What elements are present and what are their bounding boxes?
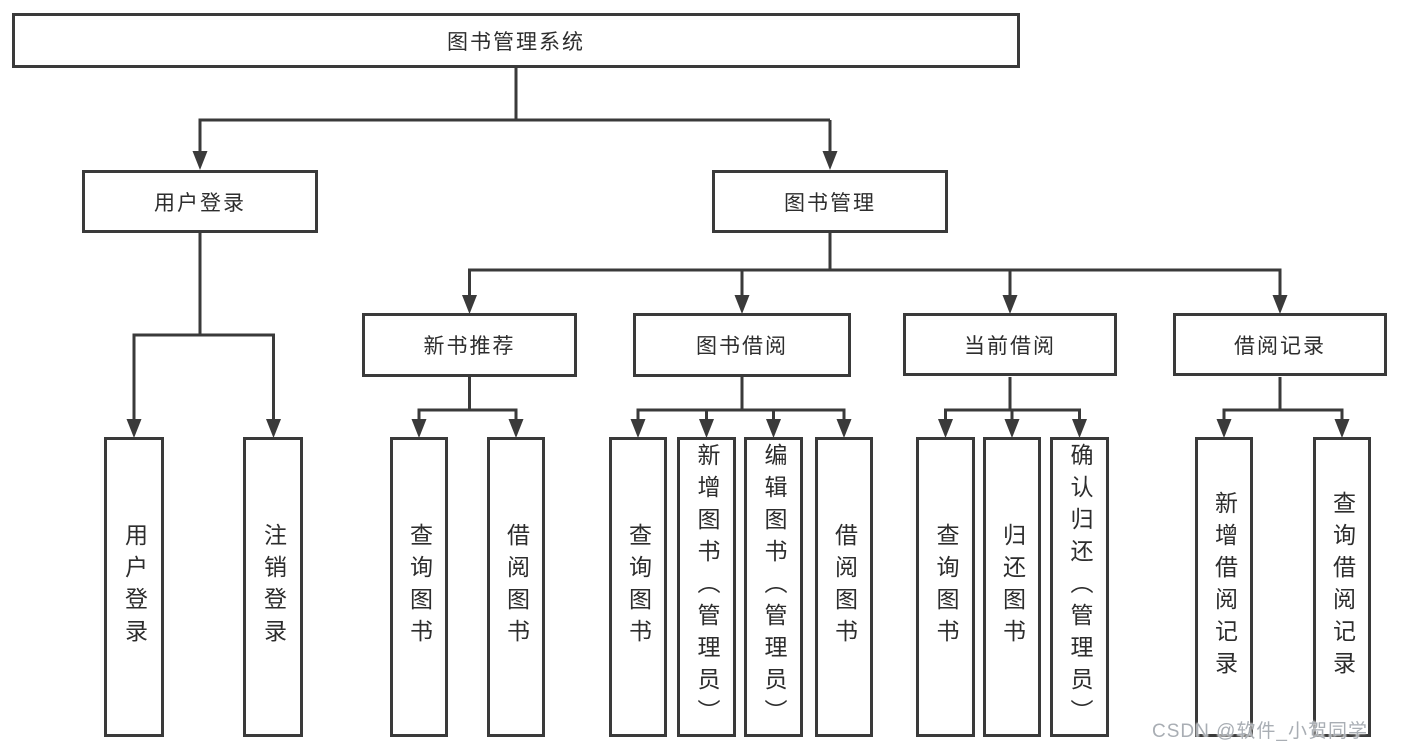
node-query-books-recommend: 查询图书 bbox=[390, 437, 448, 737]
node-edit-book-admin: 编辑图书（管理员） bbox=[744, 437, 803, 737]
node-user-login: 用户登录 bbox=[82, 170, 318, 233]
node-book-borrowing: 图书借阅 bbox=[633, 313, 851, 377]
node-borrowing-records: 借阅记录 bbox=[1173, 313, 1387, 376]
node-book-management: 图书管理 bbox=[712, 170, 948, 233]
node-query-borrow-record: 查询借阅记录 bbox=[1313, 437, 1371, 737]
csdn-watermark: CSDN @软件_小贺同学 bbox=[1152, 721, 1368, 742]
node-logout-action: 注销登录 bbox=[243, 437, 303, 737]
node-borrow-books-action: 借阅图书 bbox=[815, 437, 873, 737]
node-user-login-action: 用户登录 bbox=[104, 437, 164, 737]
node-borrow-books-recommend: 借阅图书 bbox=[487, 437, 545, 737]
node-library-system: 图书管理系统 bbox=[12, 13, 1020, 68]
node-confirm-return-admin: 确认归还（管理员） bbox=[1050, 437, 1109, 737]
node-query-books-borrow: 查询图书 bbox=[609, 437, 667, 737]
node-query-books-current: 查询图书 bbox=[916, 437, 975, 737]
node-current-borrowing: 当前借阅 bbox=[903, 313, 1117, 376]
node-add-borrow-record: 新增借阅记录 bbox=[1195, 437, 1253, 737]
node-return-book: 归还图书 bbox=[983, 437, 1041, 737]
node-add-book-admin: 新增图书（管理员） bbox=[677, 437, 736, 737]
node-new-book-recommend: 新书推荐 bbox=[362, 313, 577, 377]
